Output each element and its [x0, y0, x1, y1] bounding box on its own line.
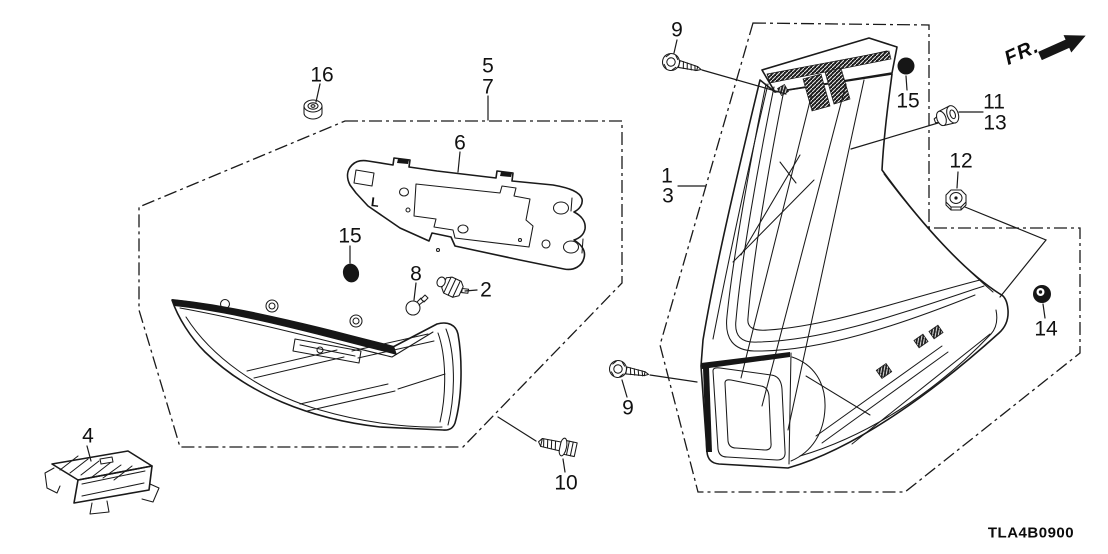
grommet-15-right-icon — [897, 57, 915, 75]
outer-taillight-drawing — [700, 37, 1009, 469]
part-label-12[interactable]: 12 — [949, 149, 973, 173]
part-label-15-right[interactable]: 15 — [896, 89, 920, 113]
part-label-14[interactable]: 14 — [1034, 317, 1058, 341]
part-label-9-bottom[interactable]: 9 — [622, 396, 634, 420]
part-label-6[interactable]: 6 — [454, 131, 466, 155]
part-label-11[interactable]: 11 — [983, 90, 1005, 114]
part-label-2[interactable]: 2 — [480, 278, 492, 302]
inner-taillight-drawing — [171, 298, 462, 431]
part-label-3[interactable]: 3 — [662, 184, 674, 208]
grommet-14-icon — [1033, 285, 1051, 303]
nut-16-icon — [303, 99, 323, 120]
outer-unit-boundary — [659, 22, 1081, 493]
part-label-13[interactable]: 13 — [983, 111, 1007, 135]
nut-12-icon — [945, 189, 967, 211]
bulb-8-icon — [405, 294, 429, 316]
part-label-10[interactable]: 10 — [554, 471, 578, 495]
part-label-15-left[interactable]: 15 — [338, 224, 362, 248]
diagram-code: TLA4B0900 — [987, 524, 1075, 542]
part-label-8[interactable]: 8 — [410, 262, 422, 286]
license-lamp-drawing — [44, 450, 160, 515]
leader-lines — [86, 39, 1047, 473]
fr-direction-arrow — [1038, 35, 1086, 61]
screw-9-top-icon — [661, 52, 702, 72]
part-label-5[interactable]: 5 — [482, 54, 494, 78]
grommet-15-left-icon — [342, 263, 360, 283]
part-label-7[interactable]: 7 — [482, 75, 494, 99]
socket-2-icon — [436, 276, 470, 298]
part-label-9-top[interactable]: 9 — [671, 18, 683, 42]
mounting-bracket-drawing — [346, 157, 586, 271]
inner-unit-boundary — [138, 120, 623, 448]
screw-9-bottom-icon — [608, 359, 650, 379]
part-label-1[interactable]: 1 — [661, 164, 673, 188]
bolt-10-icon — [538, 437, 578, 458]
socket-11-13-icon — [933, 105, 960, 127]
part-label-16[interactable]: 16 — [310, 63, 334, 87]
part-label-4[interactable]: 4 — [82, 424, 94, 448]
